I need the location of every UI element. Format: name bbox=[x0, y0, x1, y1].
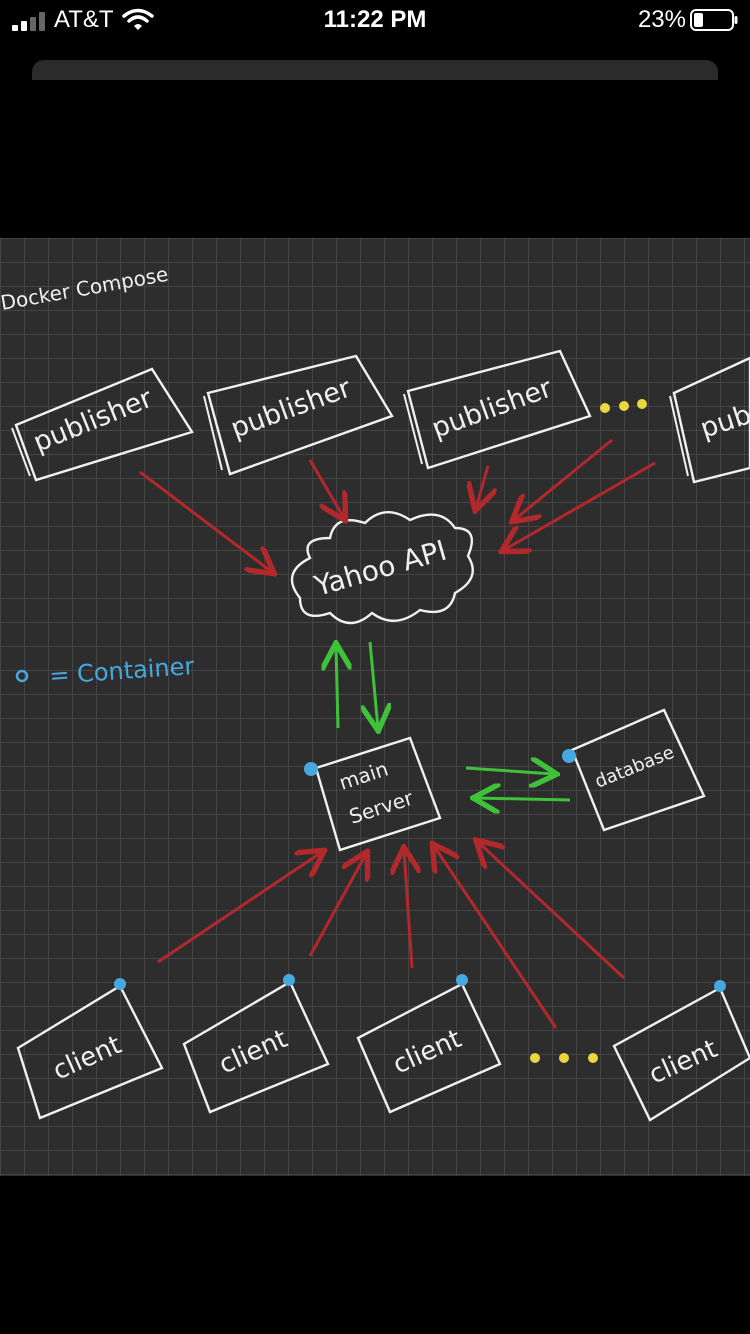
api-server-arrows bbox=[336, 642, 378, 728]
client-request-arrows bbox=[157, 842, 626, 1029]
client-box: client bbox=[16, 978, 164, 1120]
sheet-handle[interactable] bbox=[32, 60, 718, 80]
whiteboard-image[interactable]: Docker Compose publisher publisher publi… bbox=[0, 238, 750, 1176]
carrier-name: AT&T bbox=[54, 6, 114, 33]
container-dot-icon bbox=[15, 669, 29, 683]
cellular-signal-icon bbox=[12, 11, 48, 31]
client-label: client bbox=[49, 1030, 126, 1086]
server-database-arrows bbox=[465, 768, 571, 800]
diagram-title: Docker Compose bbox=[0, 262, 170, 315]
battery-icon bbox=[690, 9, 738, 31]
legend: = Container bbox=[15, 652, 195, 690]
server-label-line1: main bbox=[336, 756, 391, 794]
publisher-box: publisher bbox=[11, 367, 194, 482]
architecture-diagram: Docker Compose publisher publisher publi… bbox=[0, 262, 750, 1122]
yahoo-api-cloud: Yahoo API bbox=[290, 511, 474, 625]
status-bar: AT&T 11:22 PM 23% bbox=[0, 0, 750, 40]
database-label: database bbox=[592, 742, 677, 793]
ellipsis-dots bbox=[600, 399, 647, 413]
container-dot-icon bbox=[304, 762, 318, 776]
container-dot-icon bbox=[714, 980, 726, 992]
client-box: client bbox=[612, 980, 750, 1122]
ellipsis-dots bbox=[530, 1053, 598, 1063]
battery-percent: 23% bbox=[637, 6, 686, 33]
clock: 11:22 PM bbox=[323, 6, 427, 33]
wifi-icon bbox=[122, 8, 154, 30]
publisher-box: publisher bbox=[203, 354, 394, 476]
server-label-line2: Server bbox=[346, 785, 417, 828]
client-box: client bbox=[182, 974, 330, 1114]
client-label: client bbox=[215, 1024, 292, 1080]
container-dot-icon bbox=[456, 974, 468, 986]
api-label: Yahoo API bbox=[310, 534, 450, 603]
database-box: database bbox=[562, 708, 706, 832]
publisher-box: pub bbox=[669, 356, 750, 484]
legend-label: = Container bbox=[48, 652, 195, 690]
main-server-box: main Server bbox=[304, 736, 442, 852]
publisher-box: publisher bbox=[403, 349, 592, 470]
client-box: client bbox=[356, 974, 502, 1114]
publisher-label: pub bbox=[697, 399, 750, 444]
container-dot-icon bbox=[283, 974, 295, 986]
client-label: client bbox=[389, 1024, 466, 1080]
container-dot-icon bbox=[562, 749, 576, 763]
container-dot-icon bbox=[114, 978, 126, 990]
publish-arrows bbox=[139, 438, 656, 572]
